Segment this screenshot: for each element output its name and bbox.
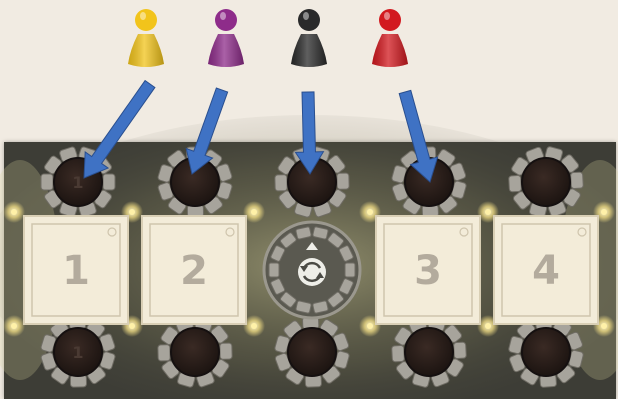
pawn-head (135, 9, 157, 31)
pit (171, 328, 219, 376)
stone (103, 174, 115, 190)
tile-number: 3 (414, 248, 442, 294)
pawn-shade (291, 34, 327, 67)
pit-hole-icon[interactable] (392, 316, 467, 388)
stone (571, 172, 584, 189)
pawn-head (298, 9, 320, 31)
lantern-light (3, 201, 25, 223)
stone (454, 342, 467, 359)
pawn-highlight (303, 12, 309, 20)
stone (220, 343, 232, 359)
pawn-shade (208, 34, 244, 67)
order-tile-4[interactable]: 4 (494, 216, 598, 324)
pit-hole-icon[interactable] (158, 316, 232, 388)
pit (522, 328, 570, 376)
stone (337, 173, 349, 189)
stone (509, 175, 522, 192)
pit-hole-icon[interactable] (274, 317, 350, 388)
red-pawn[interactable] (372, 9, 408, 67)
pawns (128, 9, 408, 67)
order-tile-2[interactable]: 2 (142, 216, 246, 324)
hole-mark: 1 (72, 173, 83, 192)
order-tile-3[interactable]: 3 (376, 216, 480, 324)
lantern-light (3, 315, 25, 337)
stone (158, 345, 170, 361)
hole-mark: 1 (72, 343, 83, 362)
pawn-shade (128, 34, 164, 67)
tile-number: 2 (180, 248, 208, 294)
pit (405, 328, 453, 376)
stone (392, 345, 405, 362)
stone (269, 263, 279, 277)
center-emblem (264, 222, 360, 318)
stone (345, 263, 355, 277)
pawn-highlight (384, 12, 390, 20)
order-tile-1[interactable]: 1 (24, 216, 128, 324)
yellow-pawn[interactable] (128, 9, 164, 67)
pawn-highlight (220, 12, 226, 20)
pit-hole-icon[interactable] (509, 146, 584, 218)
tile-number: 4 (532, 248, 560, 294)
pit (522, 158, 570, 206)
pawn-head (215, 9, 237, 31)
stone (41, 174, 53, 190)
purple-pawn[interactable] (208, 9, 244, 67)
pawn-head (379, 9, 401, 31)
tile-number: 1 (62, 248, 90, 294)
stone (275, 175, 287, 191)
pawn-highlight (140, 12, 146, 20)
black-pawn[interactable] (291, 9, 327, 67)
pit (288, 328, 336, 376)
pawn-shade (372, 34, 408, 67)
